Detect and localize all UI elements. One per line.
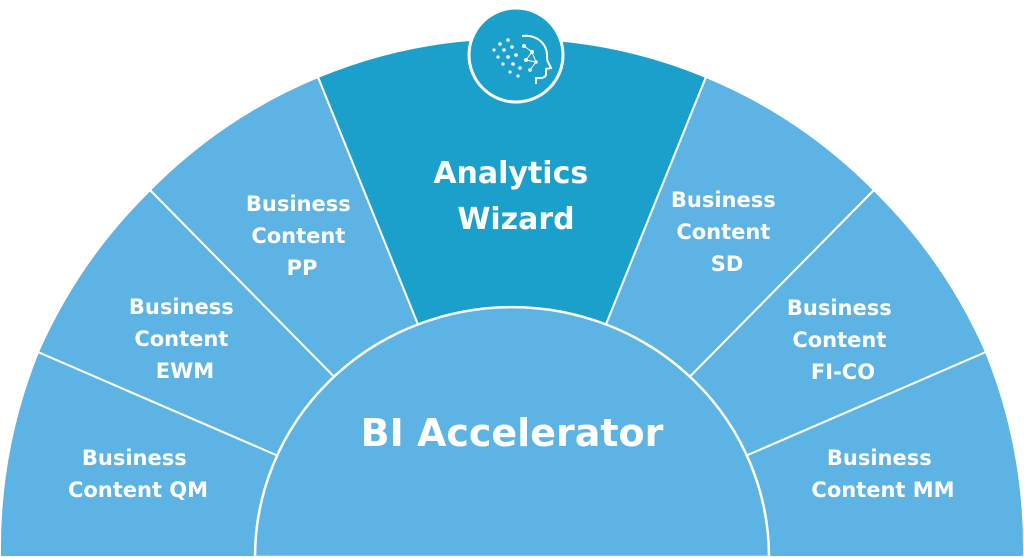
label-business-content-fi-co: Business Content FI-CO (787, 296, 899, 384)
top-badge[interactable] (467, 6, 565, 104)
ai-head-network-icon (492, 34, 553, 84)
label-business-content-qm: Business Content QM (68, 446, 208, 502)
label-business-content-mm: Business Content MM (811, 446, 954, 502)
label-business-content-pp: Business Content PP (246, 192, 358, 280)
label-business-content-ewm: Business Content EWM (129, 295, 241, 383)
label-analytics-wizard: Analytics Wizard (433, 156, 598, 237)
hub-bi-accelerator[interactable] (253, 305, 771, 557)
label-business-content-sd: Business Content SD (671, 188, 783, 276)
hub-title: BI Accelerator (361, 411, 664, 455)
